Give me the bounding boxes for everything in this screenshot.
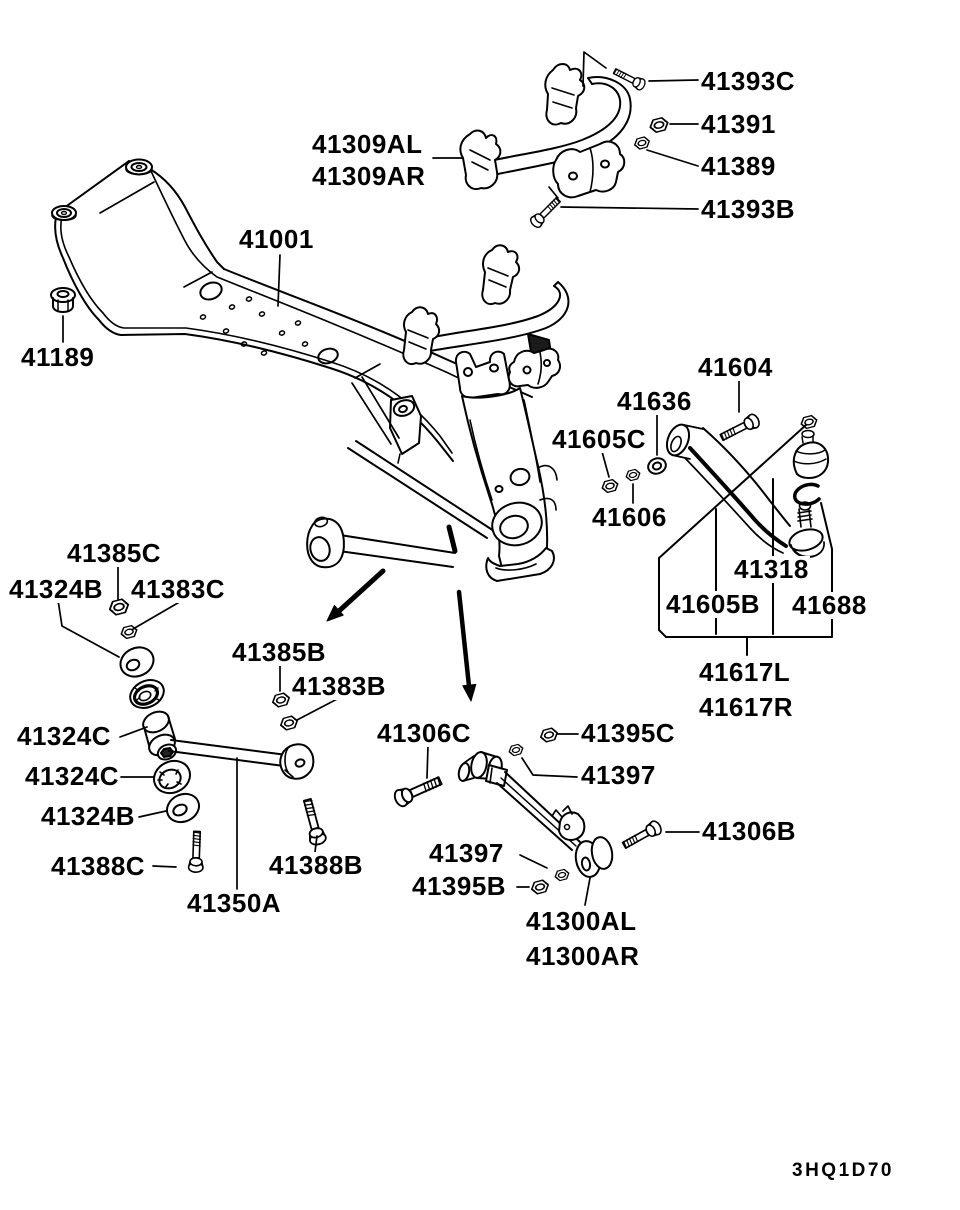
arm-mid-bracket-drawing: [551, 805, 586, 841]
part-label-41300AL-34: 41300AL: [525, 906, 638, 936]
part-label-41309AR-4: 41309AR: [311, 161, 427, 191]
part-label-41605B-13: 41605B: [665, 589, 762, 619]
crossmember-41001-drawing: [51, 158, 533, 464]
nut-41391-drawing: [647, 115, 671, 135]
plug-41189-drawing: [50, 287, 76, 313]
part-label-41395C-29: 41395C: [580, 718, 677, 748]
washer-41636-drawing: [644, 454, 670, 478]
lower-arm-41300-drawing: [391, 726, 665, 896]
bearing-washer-drawing: [129, 679, 165, 709]
rod-end-bracket-drawing: [279, 743, 315, 780]
part-label-41617R-16: 41617R: [698, 692, 795, 722]
part-label-41385C-17: 41385C: [66, 538, 163, 568]
part-label-41397-32: 41397: [428, 838, 505, 868]
part-label-41001-6: 41001: [238, 224, 315, 254]
nut-41389-drawing: [632, 135, 652, 151]
knuckle-drawing: [454, 350, 558, 582]
part-label-41388B-26: 41388B: [268, 850, 365, 880]
part-label-41306B-31: 41306B: [701, 816, 798, 846]
body-mount-bushing-top: [125, 158, 153, 176]
part-label-41397-30: 41397: [580, 760, 657, 790]
stabilizer-bracket-loose-drawing: [459, 63, 632, 199]
bolt-41604-drawing: [717, 411, 763, 445]
part-label-41309AL-3: 41309AL: [311, 129, 424, 159]
part-label-41604-8: 41604: [697, 352, 774, 382]
right-end-mount: [389, 395, 422, 464]
body-mount-bushing-left: [51, 205, 77, 222]
part-label-41383B-21: 41383B: [291, 671, 388, 701]
bolt-41388B-drawing: [298, 796, 328, 848]
part-label-41393C-0: 41393C: [700, 66, 797, 96]
part-label-41324B-24: 41324B: [40, 801, 137, 831]
part-label-41688-14: 41688: [791, 590, 868, 620]
bolt-41393B-drawing: [527, 194, 564, 231]
bolt-41393C-drawing: [611, 65, 648, 92]
part-label-41324C-23: 41324C: [24, 761, 121, 791]
part-label-41385B-20: 41385B: [231, 637, 328, 667]
part-label-41388C-25: 41388C: [50, 851, 147, 881]
nut-41605C-drawing: [600, 477, 620, 495]
bolt-41388C-drawing: [187, 830, 206, 874]
direction-arrows: [326, 524, 477, 702]
castellated-washer-drawing: [152, 759, 192, 795]
part-label-41383C-19: 41383C: [130, 574, 227, 604]
part-label-41617L-15: 41617L: [698, 657, 792, 687]
part-label-41350A-27: 41350A: [186, 888, 283, 918]
ball-joint-41688-drawing: [788, 413, 830, 558]
part-label-41605C-10: 41605C: [551, 424, 648, 454]
nut-41606-drawing: [624, 467, 642, 483]
part-label-41636-9: 41636: [616, 386, 693, 416]
upper-arm-41318-drawing: [600, 411, 830, 558]
drawing-code: 3HQ1D70: [792, 1160, 894, 1181]
part-label-41306C-28: 41306C: [376, 718, 473, 748]
part-label-41391-1: 41391: [700, 109, 777, 139]
part-label-41393B-5: 41393B: [700, 194, 797, 224]
bolt-41306C-drawing: [391, 771, 445, 810]
bolt-41306B-drawing: [619, 818, 665, 853]
part-label-41389-2: 41389: [700, 151, 777, 181]
part-label-41606-11: 41606: [591, 502, 668, 532]
leader-lines: [57, 51, 740, 906]
stabilizer-bracket-installed-drawing: [402, 244, 570, 389]
part-label-41324C-22: 41324C: [16, 721, 113, 751]
rod-bushing-drawing: [142, 710, 178, 761]
part-label-41318-12: 41318: [733, 554, 810, 584]
part-label-41300AR-35: 41300AR: [525, 941, 641, 971]
lateral-rod-41350-drawing: [107, 597, 328, 874]
part-label-41189-7: 41189: [20, 342, 96, 372]
part-label-41324B-18: 41324B: [8, 574, 105, 604]
part-label-41395B-33: 41395B: [411, 871, 508, 901]
trailing-arm-installed-drawing: [306, 440, 495, 569]
arm-end-bushing-drawing: [574, 836, 614, 878]
